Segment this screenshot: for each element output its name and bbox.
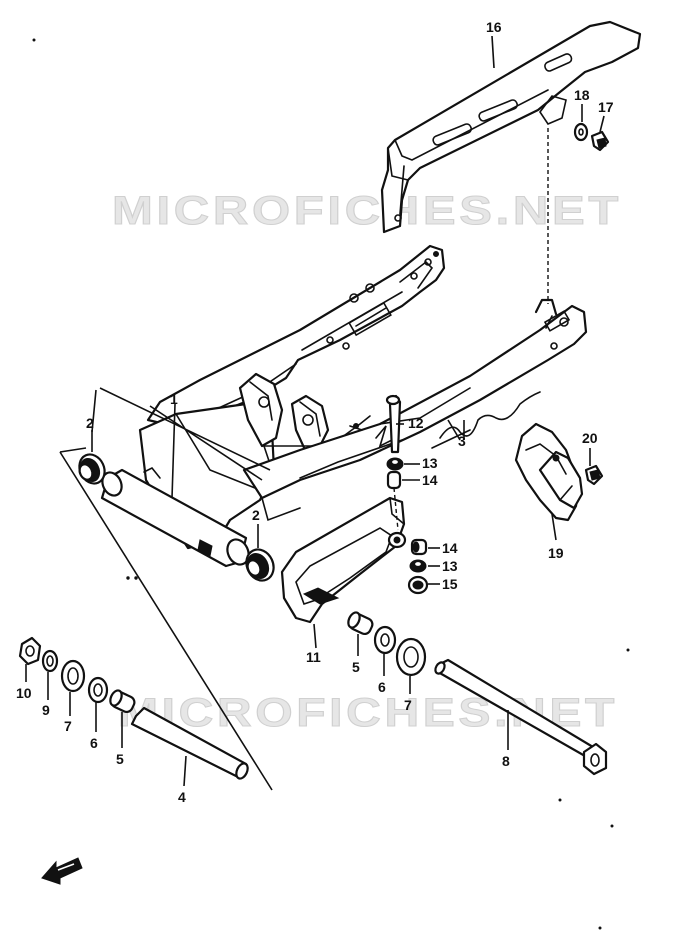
pivot-tube-part-1 [100,466,250,568]
chain-case-part-16 [380,20,642,234]
callout-15: 15 [442,576,458,592]
washer-part-6-left [87,676,109,704]
callout-13-upper: 13 [422,455,438,471]
collar-link-end [387,531,407,549]
scan-speckles [32,38,630,930]
assembly-line-link [393,487,399,531]
watermark-top: MICROFICHES.NET [112,189,622,233]
callout-2-right: 2 [252,507,260,523]
bolt-part-17 [590,130,610,152]
callout-11: 11 [306,649,321,665]
seal-part-7-left [60,659,86,693]
callout-7-left: 7 [64,718,72,734]
callout-8: 8 [502,753,510,769]
callout-17: 17 [598,99,614,115]
collar-part-5-right [347,611,374,636]
washer-part-9 [41,649,59,673]
sleeve-part-4 [130,706,249,780]
collar-part-14-upper [386,470,402,490]
link-part-11 [280,496,406,624]
callout-19: 19 [548,545,564,561]
callout-10: 10 [16,685,32,701]
callout-5-left: 5 [116,751,124,767]
collar-part-5-left [109,689,136,714]
callout-6-left: 6 [90,735,98,751]
washer-part-18 [573,122,589,142]
nut-part-10 [18,636,42,666]
callout-13-lower: 13 [442,558,458,574]
callout-14-lower: 14 [442,540,458,556]
callout-9: 9 [42,702,50,718]
callout-2-left: 2 [86,415,94,431]
callout-14-upper: 14 [422,472,438,488]
collar-part-14-lower [410,538,428,556]
seal-part-7-right [395,637,427,677]
nut-part-13-lower [409,559,427,573]
bolt-part-20 [584,464,604,486]
callout-16: 16 [486,19,502,35]
axle-bolt-part-8 [434,658,608,776]
callout-6-right: 6 [378,679,386,695]
bearing-part-2-right [245,548,275,582]
washer-part-6-right [373,625,397,655]
exploded-bracket [59,387,273,791]
callout-4: 4 [178,789,186,805]
bolt-part-12 [385,394,402,454]
callout-20: 20 [582,430,598,446]
nut-part-15 [407,575,429,595]
callout-1: 1 [170,391,178,407]
callout-5-right: 5 [352,659,360,675]
guard-part-19 [514,422,584,522]
nut-part-13-upper [386,457,404,471]
leader-lines [25,35,605,787]
callout-7-right: 7 [404,697,412,713]
front-direction-arrow-icon [41,857,83,885]
swingarm-part-1 [138,244,588,550]
callout-18: 18 [574,87,590,103]
bearing-part-2-left [78,453,106,485]
callout-3: 3 [458,433,466,449]
callout-12: 12 [408,415,424,431]
